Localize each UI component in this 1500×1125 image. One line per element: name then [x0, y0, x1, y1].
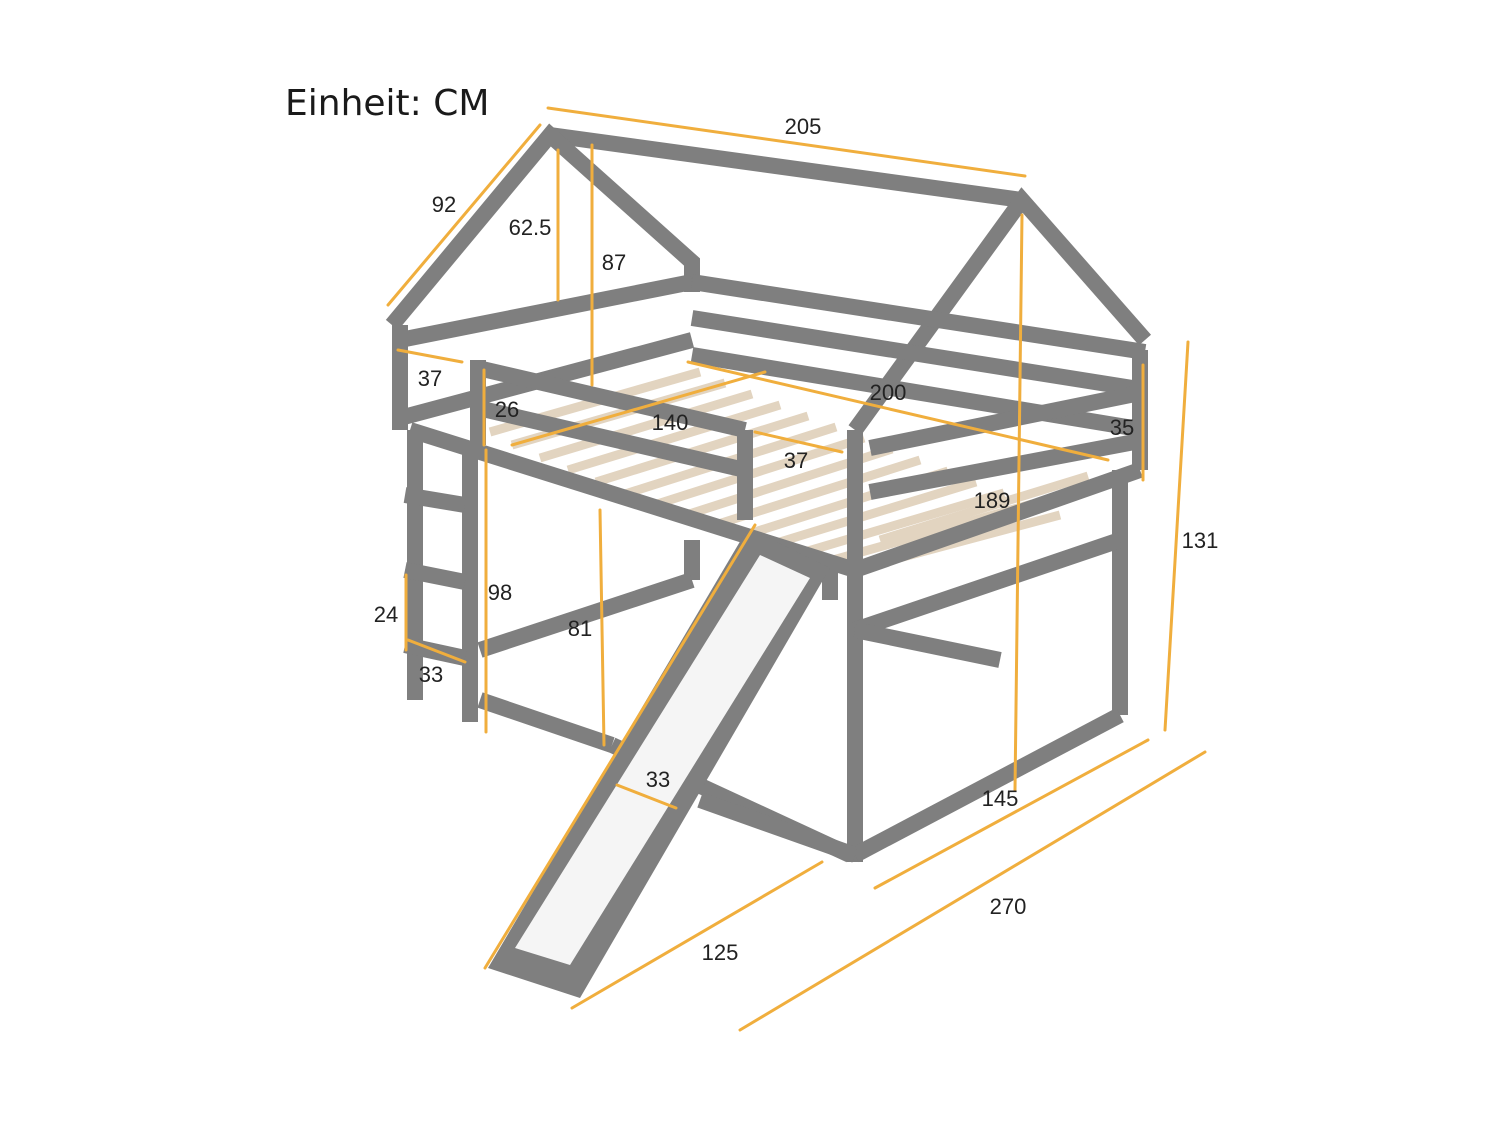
arrow-ladder-opening	[396, 348, 464, 364]
dimension-labels: 205 92 62.5 87 37 26 140 200 37 35 189 1…	[374, 114, 1219, 965]
arrow-mattress-width	[510, 370, 767, 447]
arrow-slide-edge	[483, 523, 757, 970]
label-mattress-length: 200	[870, 380, 907, 405]
unit-label: Einheit: CM	[285, 83, 489, 124]
label-gable-height: 62.5	[509, 215, 552, 240]
label-overall-length: 270	[990, 894, 1027, 919]
arrow-overall-length	[738, 750, 1207, 1032]
arrow-total-height-inner	[1013, 213, 1024, 792]
label-ladder-height: 98	[488, 580, 512, 605]
label-slide-length: 125	[702, 940, 739, 965]
arrow-slide-length	[570, 860, 824, 1010]
bed-frame	[385, 123, 1152, 998]
arrow-slide-opening	[753, 430, 844, 454]
arrow-roof-slope	[386, 123, 542, 307]
label-total-height-inner: 189	[974, 488, 1011, 513]
label-slide-width: 33	[646, 767, 670, 792]
label-roof-slope: 92	[432, 192, 456, 217]
arrow-total-height	[1163, 340, 1190, 732]
slide	[488, 528, 830, 998]
arrow-roof-length	[546, 106, 1027, 178]
arrow-ladder-width	[406, 638, 467, 664]
label-rung-spacing: 24	[374, 602, 398, 627]
label-bed-width: 145	[982, 786, 1019, 811]
label-side-rail: 35	[1110, 415, 1134, 440]
arrow-slide-width	[615, 783, 678, 810]
label-total-height: 131	[1182, 528, 1219, 553]
label-under-bed: 81	[568, 616, 592, 641]
label-roof-to-deck: 87	[602, 250, 626, 275]
label-ladder-opening: 37	[418, 366, 442, 391]
label-mattress-width: 140	[652, 410, 689, 435]
arrow-mattress-length	[686, 360, 1110, 462]
arrow-under-bed	[598, 508, 606, 747]
label-slide-opening: 37	[784, 448, 808, 473]
label-roof-length: 205	[785, 114, 822, 139]
dimension-arrows	[386, 106, 1207, 1032]
frame-beams	[385, 123, 1152, 863]
arrow-bed-width	[873, 738, 1150, 890]
label-guard-rail: 26	[495, 397, 519, 422]
label-ladder-width: 33	[419, 662, 443, 687]
